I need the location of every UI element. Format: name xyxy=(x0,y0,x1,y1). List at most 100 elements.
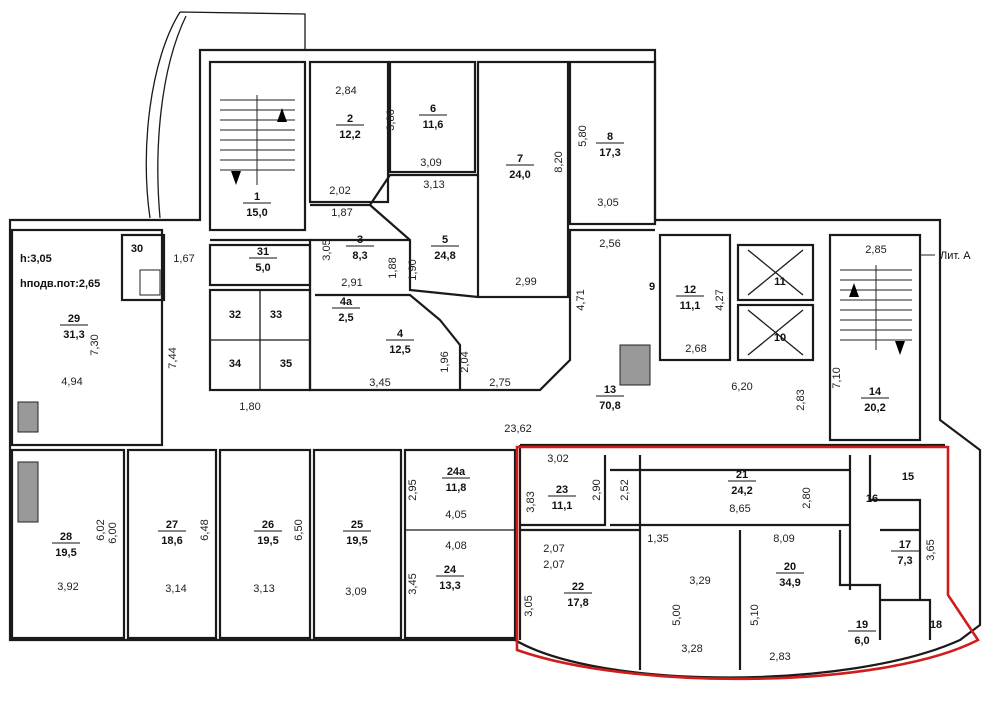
room-area-1: 15,0 xyxy=(246,207,267,219)
dimension-label: 3,05 xyxy=(321,239,333,260)
dimension-label: 2,80 xyxy=(801,487,813,508)
room-6-outline xyxy=(388,60,477,174)
dimension-label: 1,96 xyxy=(439,351,451,372)
annex-arc xyxy=(145,11,306,219)
arrow-down-icon xyxy=(231,171,241,185)
dimension-label: 3,13 xyxy=(253,583,274,595)
dimension-label: 1,87 xyxy=(331,207,352,219)
room-area-24: 13,3 xyxy=(439,580,460,592)
stair-room-14 xyxy=(840,265,912,350)
room-area-8: 17,3 xyxy=(599,147,620,159)
shaft-icon xyxy=(17,461,39,523)
dimension-label: 2,95 xyxy=(407,479,419,500)
room-area-25: 19,5 xyxy=(346,535,367,547)
room-number-29: 29 xyxy=(68,313,80,325)
room-number-33: 33 xyxy=(270,309,282,321)
room-area-7: 24,0 xyxy=(509,169,530,181)
room-area-20: 34,9 xyxy=(779,577,800,589)
room-14-outline xyxy=(828,233,922,442)
room-number-9: 9 xyxy=(649,281,655,293)
dimension-label: 3,13 xyxy=(423,179,444,191)
dimension-label: 6,00 xyxy=(107,522,119,543)
room-area-27: 18,6 xyxy=(161,535,182,547)
dimension-label: 3,05 xyxy=(523,595,535,616)
dimension-label: 2,84 xyxy=(335,85,356,97)
dimension-label: 5,80 xyxy=(577,125,589,146)
room-area-13: 70,8 xyxy=(599,400,620,412)
dimension-label: 1,88 xyxy=(387,257,399,278)
dimension-label: 3,45 xyxy=(407,573,419,594)
room-number-21: 21 xyxy=(736,469,748,481)
room-number-27: 27 xyxy=(166,519,178,531)
dimension-label: 23,62 xyxy=(504,423,532,435)
dimension-label: 3,28 xyxy=(681,643,702,655)
room-number-4а: 4а xyxy=(340,296,353,308)
arrow-up-icon xyxy=(849,283,859,297)
corridor-top-wall xyxy=(210,228,655,392)
lift-10-x2 xyxy=(747,309,804,356)
room-number-35: 35 xyxy=(280,358,292,370)
dimension-label: 3,86 xyxy=(385,109,397,130)
room-3-5-walls xyxy=(310,173,479,299)
dimension-label: 2,75 xyxy=(489,377,510,389)
room-12-outline xyxy=(658,233,732,362)
room-31-outline xyxy=(208,243,312,287)
room-number-1: 1 xyxy=(254,191,260,203)
room-number-24: 24 xyxy=(444,564,457,576)
room-number-20: 20 xyxy=(784,561,796,573)
dimension-label: 2,07 xyxy=(543,559,564,571)
lift-10 xyxy=(736,303,815,362)
dimension-label: 4,08 xyxy=(445,540,466,552)
room-number-15: 15 xyxy=(902,471,914,483)
dimension-label: 1,35 xyxy=(647,533,668,545)
arrow-up-icon xyxy=(277,108,287,122)
dimension-label: 5,10 xyxy=(749,604,761,625)
room-4-walls xyxy=(315,293,462,390)
room-number-5: 5 xyxy=(442,234,448,246)
highlighted-area xyxy=(515,445,980,681)
height-note: h:3,05 xyxy=(20,253,52,265)
basement-height-note: hподв.пот:2,65 xyxy=(20,278,100,290)
dimension-label: 2,04 xyxy=(459,351,471,372)
dimension-label: 7,10 xyxy=(831,367,843,388)
room-26-outline xyxy=(218,448,312,640)
building-outline xyxy=(8,48,982,679)
room-number-13: 13 xyxy=(604,384,616,396)
room-area-23: 11,1 xyxy=(552,500,573,512)
room-area-19: 6,0 xyxy=(854,635,869,647)
dimension-label: 2,90 xyxy=(591,479,603,500)
stair-room-1 xyxy=(220,95,295,185)
dimension-label: 1,67 xyxy=(173,253,194,265)
room-27-outline xyxy=(126,448,218,640)
dimension-label: 2,56 xyxy=(599,238,620,250)
dimension-label: 5,00 xyxy=(671,604,683,625)
room-number-16: 16 xyxy=(866,493,878,505)
room-24-outline xyxy=(403,448,517,640)
room-number-23: 23 xyxy=(556,484,568,496)
dimension-label: 3,09 xyxy=(420,157,441,169)
room-29-outline xyxy=(10,228,164,447)
shaft-icon xyxy=(139,269,161,296)
dimension-label: 2,91 xyxy=(341,277,362,289)
dimension-label: 2,68 xyxy=(685,343,706,355)
dimension-label: 3,92 xyxy=(57,581,78,593)
room-number-26: 26 xyxy=(262,519,274,531)
room-area-4: 12,5 xyxy=(389,344,410,356)
room-28-outline xyxy=(10,448,126,640)
room-number-24а: 24а xyxy=(447,466,466,478)
dimension-label: 4,05 xyxy=(445,509,466,521)
dimension-label: 3,65 xyxy=(925,539,937,560)
room-number-17: 17 xyxy=(899,539,911,551)
dimension-label: 3,02 xyxy=(547,453,568,465)
room-area-12: 11,1 xyxy=(680,300,701,312)
dimension-label: 2,02 xyxy=(329,185,350,197)
room-number-25: 25 xyxy=(351,519,363,531)
dimension-label: 4,27 xyxy=(714,289,726,310)
room-2-outline xyxy=(308,60,390,204)
room-area-24а: 11,8 xyxy=(446,482,467,494)
shaft-icon xyxy=(619,344,651,386)
room-area-28: 19,5 xyxy=(55,547,76,559)
annex-arc-inner xyxy=(157,15,187,219)
room-7-outline xyxy=(476,60,570,299)
